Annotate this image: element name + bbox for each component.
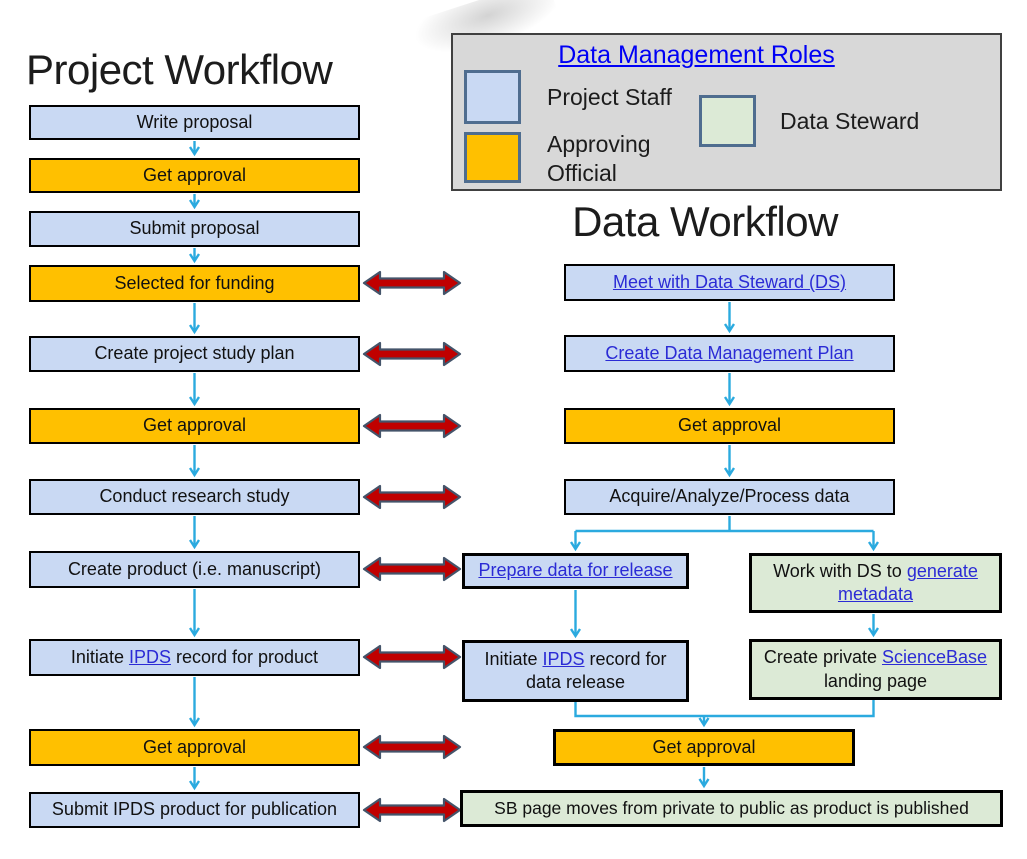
prepare-data-release-link[interactable]: Prepare data for release [478, 560, 673, 581]
step-write-proposal: Write proposal [29, 105, 360, 140]
project-workflow-title: Project Workflow [26, 46, 333, 93]
step-text-prefix: Create private [763, 647, 882, 668]
step-initiate-ipds-data-release: Initiate IPDS record for data release [462, 640, 689, 702]
step-conduct-research-study: Conduct research study [29, 479, 360, 515]
data-workflow-title: Data Workflow [572, 198, 838, 245]
step-get-approval-1: Get approval [29, 158, 360, 193]
step-submit-ipds-product: Submit IPDS product for publication [29, 792, 360, 828]
step-submit-proposal: Submit proposal [29, 211, 360, 247]
step-label: Acquire/Analyze/Process data [609, 486, 850, 507]
step-create-dmp: Create Data Management Plan [564, 335, 895, 372]
sync-arrow-icon [362, 734, 462, 760]
create-dmp-link[interactable]: Create Data Management Plan [605, 342, 854, 363]
step-text-suffix: landing page [823, 670, 928, 691]
ipds-link[interactable]: IPDS [542, 648, 585, 669]
step-selected-for-funding: Selected for funding [29, 265, 360, 302]
step-text-prefix: Initiate [484, 648, 543, 669]
step-create-sciencebase-page: Create private ScienceBase landing page [749, 639, 1002, 700]
step-acquire-analyze-process: Acquire/Analyze/Process data [564, 479, 895, 515]
sync-arrow-icon [362, 413, 462, 439]
sync-arrow-icon [362, 270, 462, 296]
sync-arrow-icon [362, 341, 462, 367]
sync-arrow-icon [362, 556, 462, 582]
data-steward-swatch-icon [699, 95, 756, 147]
legend-label-data-steward: Data Steward [780, 108, 920, 134]
step-text-prefix: Work with DS to [773, 560, 907, 581]
step-data-get-approval-1: Get approval [564, 408, 895, 444]
step-label: Get approval [142, 736, 247, 757]
ipds-link[interactable]: IPDS [128, 646, 171, 667]
step-label: Get approval [652, 736, 756, 757]
step-work-with-ds-metadata: Work with DS to generate metadata [749, 553, 1002, 613]
step-text-suffix: record for data release [525, 648, 667, 692]
split-connector [575, 516, 874, 533]
legend-label-approving-official: Approving Official [547, 131, 651, 186]
step-label: Work with DS to generate metadata [758, 560, 993, 606]
sync-arrow-icon [362, 644, 462, 670]
step-create-product: Create product (i.e. manuscript) [29, 551, 360, 588]
sciencebase-link[interactable]: ScienceBase [881, 647, 988, 668]
step-data-get-approval-2: Get approval [553, 729, 855, 766]
legend-title-link[interactable]: Data Management Roles [558, 41, 835, 69]
approving-official-swatch-icon [464, 132, 521, 183]
step-label: Create private ScienceBase landing page [758, 646, 993, 692]
sync-arrows [362, 270, 462, 823]
step-label: Get approval [142, 164, 247, 185]
step-text-prefix: Initiate [70, 646, 129, 667]
step-label: Selected for funding [114, 272, 275, 293]
step-label: Get approval [677, 415, 782, 436]
step-label: Write proposal [136, 111, 253, 132]
step-label: Submit proposal [129, 218, 260, 239]
step-label: Initiate IPDS record for product [71, 646, 318, 669]
step-create-project-study-plan: Create project study plan [29, 336, 360, 372]
merge-connector [574, 700, 875, 718]
step-label: Create product (i.e. manuscript) [67, 558, 322, 579]
step-label: Submit IPDS product for publication [51, 799, 338, 820]
step-meet-data-steward: Meet with Data Steward (DS) [564, 264, 895, 301]
sync-arrow-icon [362, 797, 462, 823]
step-label: Conduct research study [99, 486, 290, 507]
legend: Data Management Roles Project Staff Appr… [451, 33, 1002, 191]
step-label: SB page moves from private to public as … [494, 798, 969, 819]
step-label: Initiate IPDS record for data release [471, 648, 680, 694]
step-get-approval-2: Get approval [29, 408, 360, 444]
sync-arrow-icon [362, 484, 462, 510]
project-staff-swatch-icon [464, 70, 521, 124]
step-label: Create project study plan [94, 343, 295, 364]
meet-data-steward-link[interactable]: Meet with Data Steward (DS) [612, 271, 847, 292]
data-flow-arrows [569, 302, 880, 789]
step-sb-page-public: SB page moves from private to public as … [460, 790, 1003, 827]
step-prepare-data-release: Prepare data for release [462, 553, 689, 589]
generate-metadata-link[interactable]: generate metadata [837, 560, 978, 604]
legend-label-project-staff: Project Staff [547, 84, 672, 110]
step-initiate-ipds-product: Initiate IPDS record for product [29, 639, 360, 676]
step-get-approval-3: Get approval [29, 729, 360, 766]
step-label: Get approval [142, 415, 247, 436]
step-text-suffix: record for product [170, 646, 319, 667]
